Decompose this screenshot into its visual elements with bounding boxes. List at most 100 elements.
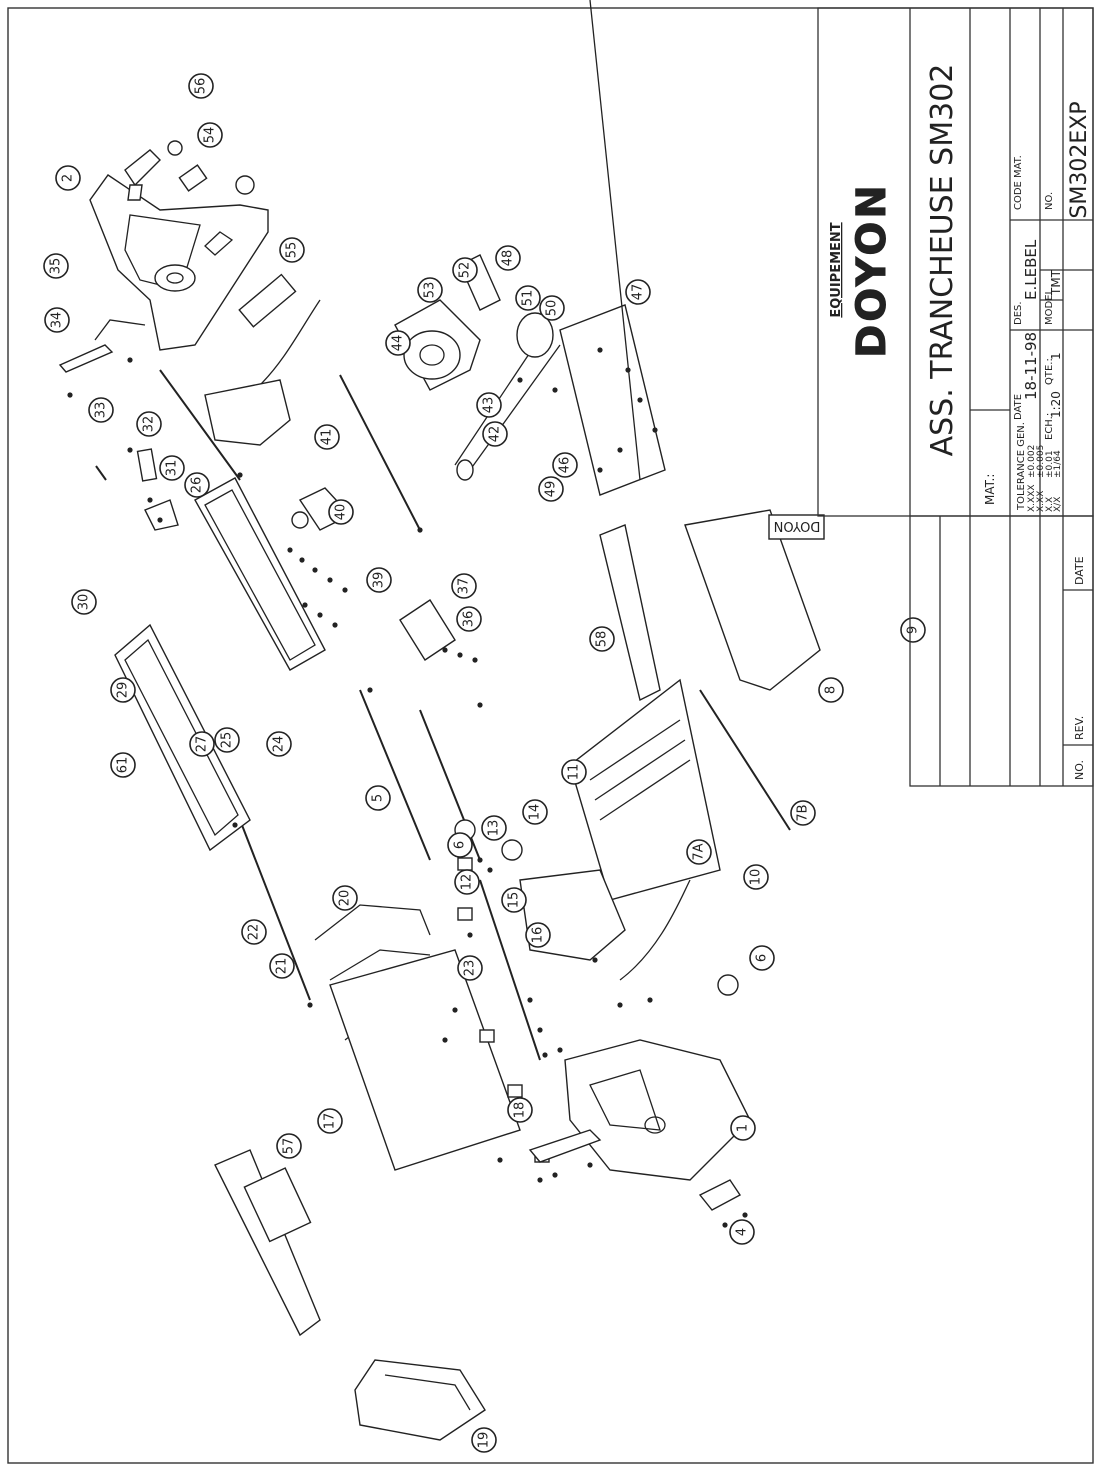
tolerance-value: ±0.01 xyxy=(1045,450,1055,478)
part-bubble-circle xyxy=(332,885,358,911)
part-bubble-label: 17 xyxy=(323,1113,338,1130)
part-rod-lower xyxy=(528,1129,602,1163)
fastener-dot xyxy=(537,1177,543,1183)
fastener-dot xyxy=(537,1027,543,1033)
part-pulley-50 xyxy=(516,312,554,358)
part-bubble-5: 5 xyxy=(365,785,391,811)
part-box-55 xyxy=(238,273,297,328)
part-cover-9 xyxy=(684,509,821,691)
part-bubble-label: 55 xyxy=(285,242,300,259)
part-pulley-42 xyxy=(456,459,474,481)
tolerance-format: X.XX xyxy=(1036,491,1046,512)
part-bubble-circle xyxy=(365,785,391,811)
part-bubble-label: 9 xyxy=(906,626,921,634)
part-bubble-25: 25 xyxy=(214,727,240,753)
part-bubble-circle xyxy=(279,237,305,263)
part-bubble-circle xyxy=(197,122,223,148)
part-bubble-circle xyxy=(269,953,295,979)
part-bubble-circle xyxy=(366,567,392,593)
fastener-dot xyxy=(327,577,333,583)
part-bubble-circle xyxy=(471,1427,497,1453)
part-bubble-label: 42 xyxy=(488,426,503,443)
fastener-dot xyxy=(457,652,463,658)
tolerance-header: TOLERANCE GEN. xyxy=(1016,422,1027,511)
part-knob-56 xyxy=(167,140,183,156)
part-bubble-54: 54 xyxy=(197,122,223,148)
part-wire-35 xyxy=(94,319,146,341)
fastener-dot xyxy=(617,1002,623,1008)
part-pin-32 xyxy=(136,448,158,482)
revision-block xyxy=(909,515,1094,787)
part-bubble-39: 39 xyxy=(366,567,392,593)
part-bubble-label: 44 xyxy=(391,335,406,352)
part-bubble-label: 13 xyxy=(487,820,502,837)
part-bubble-49: 49 xyxy=(538,476,564,502)
fastener-dot xyxy=(552,1172,558,1178)
part-bubble-19: 19 xyxy=(471,1427,497,1453)
part-bubble-label: 10 xyxy=(749,869,764,886)
part-bubble-label: 1 xyxy=(736,1124,751,1132)
part-bubble-circle xyxy=(55,165,81,191)
part-bubble-label: 23 xyxy=(463,960,478,977)
part-bubble-29: 29 xyxy=(110,677,136,703)
fastener-dot xyxy=(317,612,323,618)
brand-logo: DOYON xyxy=(849,182,895,358)
part-bubble-circle xyxy=(495,245,521,271)
part-bubble-label: 53 xyxy=(423,282,438,299)
rev-label: REV. xyxy=(1073,716,1086,740)
part-frame-25 xyxy=(114,623,251,852)
tolerance-value: ±1/64 xyxy=(1053,450,1063,478)
no-value: SM302EXP xyxy=(1067,101,1092,218)
part-bubble-circle xyxy=(900,617,926,643)
fastener-dot xyxy=(722,1222,728,1228)
fastener-dot xyxy=(232,822,238,828)
part-pin-33 xyxy=(95,465,107,481)
part-bubble-circle xyxy=(184,472,210,498)
part-bubble-label: 4 xyxy=(735,1228,750,1236)
part-bubble-label: 16 xyxy=(531,927,546,944)
part-bubble-circle xyxy=(188,73,214,99)
part-bubble-label: 43 xyxy=(482,397,497,414)
part-bubble-label: 27 xyxy=(195,736,210,753)
part-rod-22 xyxy=(239,819,311,1001)
part-bubble-label: 12 xyxy=(460,874,475,891)
drawing-title: ASS. TRANCHEUSE SM302 xyxy=(925,64,960,457)
fastener-dot xyxy=(299,557,305,563)
part-bubble-circle xyxy=(454,869,480,895)
part-bubble-34: 34 xyxy=(44,307,70,333)
part-bubble-circle xyxy=(525,922,551,948)
part-bubble-label: 41 xyxy=(320,429,335,446)
part-bubble-55: 55 xyxy=(279,237,305,263)
part-rail-8 xyxy=(699,689,791,831)
part-bubble-35: 35 xyxy=(43,253,69,279)
fastener-dot xyxy=(557,1047,563,1053)
fastener-dot xyxy=(452,1007,458,1013)
part-bubble-51: 51 xyxy=(515,285,541,311)
part-bubble-label: 47 xyxy=(631,284,646,301)
part-bubble-48: 48 xyxy=(495,245,521,271)
part-bubble-circle xyxy=(44,307,70,333)
part-bubble-circle xyxy=(522,799,548,825)
part-bubble-label: 51 xyxy=(521,290,536,307)
tolerance-value: ±0.002 xyxy=(1027,445,1037,478)
part-bubble-label: 56 xyxy=(194,78,209,95)
fastener-dot xyxy=(127,447,133,453)
part-bubble-circle xyxy=(452,257,478,283)
part-block-31 xyxy=(144,499,179,531)
part-bubble-7B: 7B xyxy=(790,800,816,826)
tolerance-format: X.XXX xyxy=(1027,484,1037,512)
part-bubble-circle xyxy=(743,864,769,890)
part-bubble-circle xyxy=(189,731,215,757)
model-label: MODEL xyxy=(1044,288,1055,325)
part-bubble-label: 61 xyxy=(116,757,131,774)
part-panel-17 xyxy=(329,949,521,1171)
fastener-dot xyxy=(617,447,623,453)
part-bubble-16: 16 xyxy=(525,922,551,948)
part-bubble-circle xyxy=(88,397,114,423)
ech-value: 1:20 xyxy=(1049,391,1063,418)
part-bubble-circle xyxy=(481,815,507,841)
part-bubble-24: 24 xyxy=(266,731,292,757)
part-bubble-37: 37 xyxy=(451,573,477,599)
part-bubble-23: 23 xyxy=(457,955,483,981)
part-bubble-label: 25 xyxy=(220,732,235,749)
